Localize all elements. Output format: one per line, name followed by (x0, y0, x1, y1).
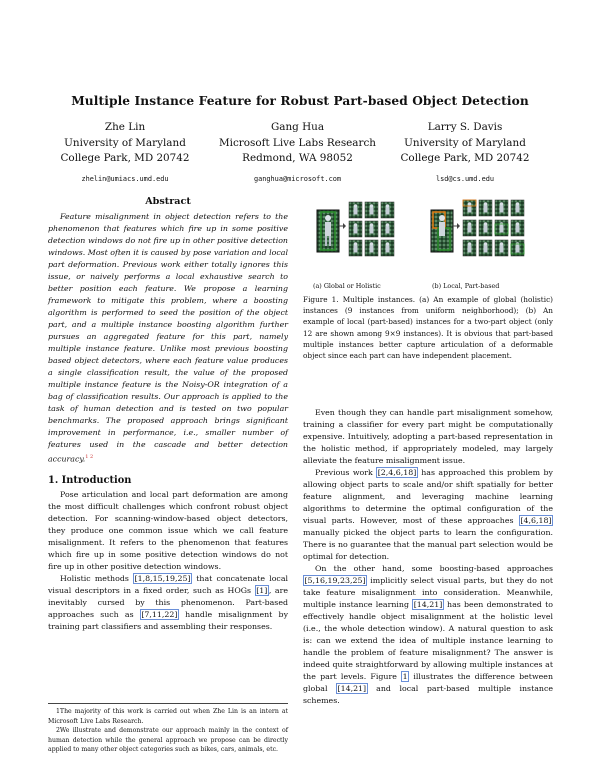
intro-paragraph: Holistic methods [1,8,15,19,25] that con… (48, 573, 288, 633)
citation-link[interactable]: [7,11,22] (139, 609, 179, 620)
abstract-text: Feature misalignment in object detection… (48, 211, 288, 466)
text-span: has approached this problem by allowing … (303, 468, 553, 525)
author-address: College Park, MD 20742 (400, 152, 530, 164)
footnotes: 1The majority of this work is carried ou… (48, 703, 288, 755)
author-block-2: Gang Hua Microsoft Live Labs Research Re… (205, 120, 390, 187)
abstract-body: Feature misalignment in object detection… (48, 212, 288, 464)
author-block-1: Zhe Lin University of Maryland College P… (55, 120, 195, 187)
introduction-text: Pose articulation and local part deforma… (48, 489, 288, 633)
figure-1-image (316, 199, 525, 257)
intro-paragraph: Pose articulation and local part deforma… (48, 490, 288, 571)
citation-link[interactable]: [1,8,15,19,25] (133, 573, 193, 584)
body-paragraph: Previous work [2,4,6,18] has approached … (303, 467, 553, 563)
text-span: that concatenate local visual descriptor… (48, 574, 289, 595)
paper-title: Multiple Instance Feature for Robust Par… (71, 94, 529, 108)
figure-reference-link[interactable]: 1 (401, 671, 410, 682)
text-span: and local part-based multiple instance s… (303, 684, 553, 705)
text-span: implicitly select visual parts, but they… (303, 576, 553, 609)
citation-link[interactable]: [2,4,6,18] (376, 467, 418, 478)
citation-link[interactable]: [4,6,18] (518, 515, 553, 526)
abstract-heading: Abstract (145, 196, 191, 207)
author-email: ganghua@microsoft.com (253, 174, 342, 183)
body-paragraph: Even though they can handle part misalig… (303, 408, 553, 465)
author-email: zhelin@umiacs.umd.edu (81, 174, 169, 183)
author-block-3: Larry S. Davis University of Maryland Co… (385, 120, 545, 187)
footnote-1: 1The majority of this work is carried ou… (48, 708, 288, 725)
author-affiliation: Microsoft Live Labs Research (219, 136, 376, 149)
text-span: manually picked the object parts to lear… (303, 528, 553, 561)
author-email: lsd@cs.umd.edu (435, 174, 495, 183)
text-span: has been demonstrated to effectively han… (303, 600, 553, 681)
citation-link[interactable]: [5,16,19,23,25] (303, 575, 368, 586)
text-span: Previous work (315, 468, 377, 477)
text-span: Holistic methods (60, 574, 134, 583)
figure-1-caption: Figure 1. Multiple instances. (a) An exa… (303, 295, 553, 361)
footnote-2: 2We illustrate and demonstrate our appro… (48, 727, 288, 753)
body-paragraph: On the other hand, some boosting-based a… (303, 563, 553, 707)
text-span: handle misalignment by training part cla… (48, 610, 288, 631)
author-affiliation: University of Maryland (404, 136, 526, 149)
citation-link[interactable]: [14,21] (412, 599, 444, 610)
section-heading-introduction: 1. Introduction (48, 475, 132, 486)
text-span: , are inevitably cursed by this phenomen… (48, 586, 288, 619)
text-span: illustrates the difference between globa… (303, 672, 553, 693)
figure-subcaption-a: (a) Global or Holistic (313, 282, 381, 290)
author-name: Larry S. Davis (427, 121, 503, 133)
footnote-marks[interactable]: 1 2 (85, 454, 94, 460)
author-address: College Park, MD 20742 (60, 152, 190, 164)
author-affiliation: University of Maryland (64, 136, 186, 149)
text-span: On the other hand, some boosting-based a… (315, 564, 553, 573)
citation-link[interactable]: [1] (254, 585, 269, 596)
figure-subcaption-b: (b) Local, Part-based (432, 282, 500, 290)
author-address: Redmond, WA 98052 (242, 152, 353, 164)
right-column-body: Even though they can handle part misalig… (303, 407, 553, 707)
author-name: Gang Hua (270, 121, 325, 133)
citation-link[interactable]: [14,21] (336, 683, 368, 694)
author-name: Zhe Lin (104, 121, 146, 133)
